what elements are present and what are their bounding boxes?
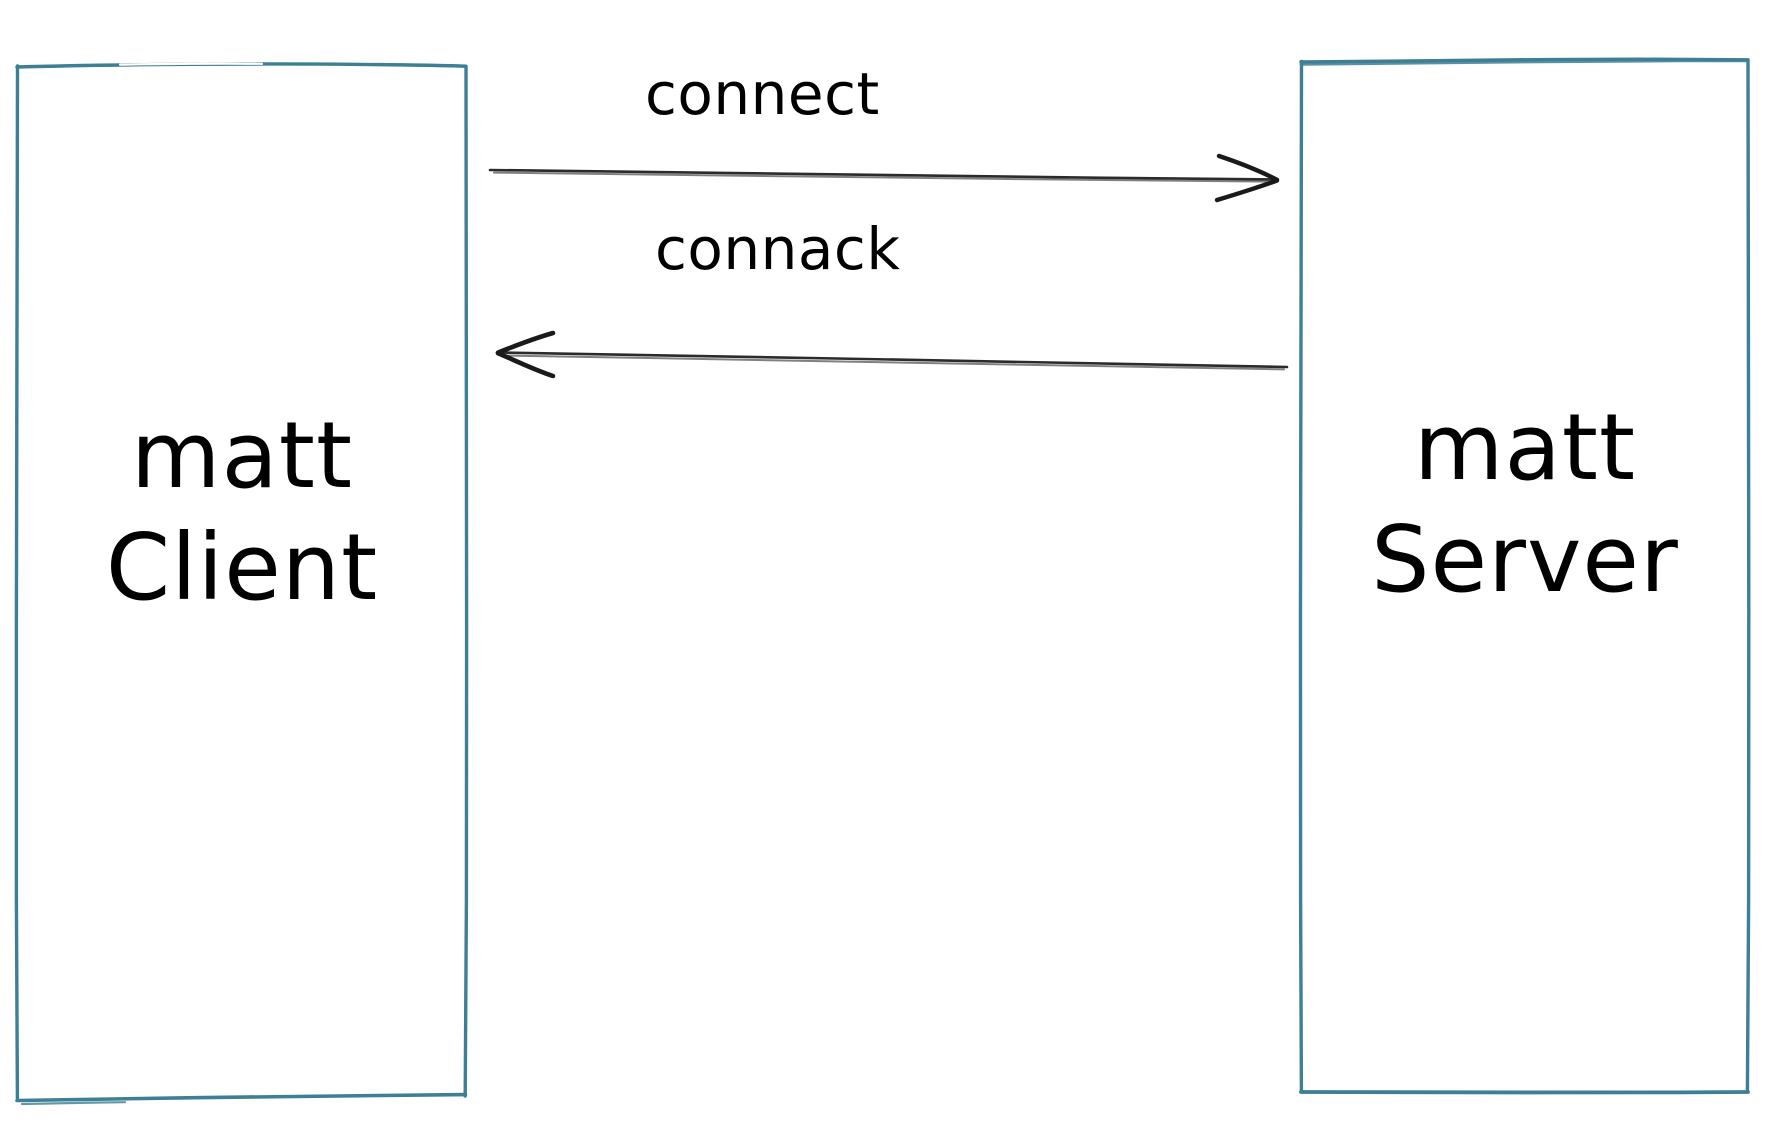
client-box-top-edge <box>15 62 468 69</box>
client-box-top-gap <box>118 62 264 66</box>
server-box-right-edge <box>1745 58 1751 1094</box>
connack-arrow-shaft <box>498 351 1289 369</box>
server-box-left-edge <box>1298 59 1304 1094</box>
connect-arrow-shaft <box>488 168 1277 181</box>
connect-arrowhead-upper <box>1216 153 1280 182</box>
connack-arrow[interactable] <box>495 330 1289 379</box>
client-box[interactable] <box>14 62 469 1106</box>
client-box-bottom-edge <box>15 1092 468 1103</box>
connack-arrow-shaft-second-stroke <box>504 354 1285 371</box>
connack-arrowhead-lower <box>495 350 556 379</box>
connect-arrowhead-lower <box>1214 178 1280 203</box>
client-box-right-edge <box>463 65 469 1098</box>
connect-arrow-shaft-second-stroke <box>493 171 1273 183</box>
server-box[interactable] <box>1298 57 1751 1095</box>
server-box-top-edge <box>1299 57 1750 64</box>
connack-arrowhead-upper <box>495 330 556 355</box>
client-box-bottom-edge-overshoot <box>20 1101 127 1106</box>
client-box-left-edge <box>14 64 20 1100</box>
connect-arrow[interactable] <box>488 153 1280 203</box>
server-box-top-edge-second-stroke <box>1299 59 1750 66</box>
